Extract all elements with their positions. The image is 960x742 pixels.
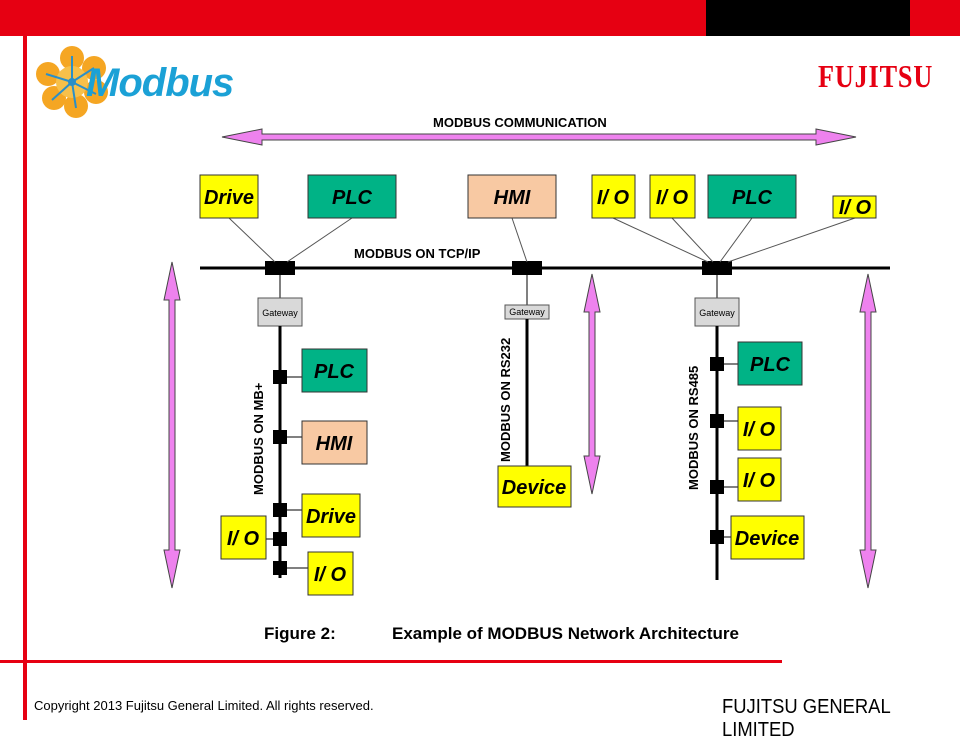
device-label: I/ O	[743, 419, 776, 441]
device-label: HMI	[316, 433, 353, 455]
device-label: I/ O	[227, 528, 260, 550]
device-box-io	[832, 195, 877, 219]
bus-node	[702, 261, 732, 275]
company-name: FUJITSU GENERAL LIMITED	[722, 696, 891, 741]
device-box-plc	[301, 348, 368, 393]
communication-arrow	[221, 128, 857, 146]
device-label: PLC	[750, 354, 791, 376]
device-label: PLC	[732, 187, 773, 209]
gateway-label: Gateway	[509, 307, 545, 317]
bottom-red-rule	[0, 660, 782, 663]
left-vertical-arrow	[163, 261, 181, 589]
mbplus-label: MODBUS ON MB+	[251, 382, 266, 495]
bus-node	[265, 261, 295, 275]
figure-caption: Example of MODBUS Network Architecture	[392, 624, 739, 643]
device-label: Drive	[204, 187, 254, 209]
device-box-io	[220, 515, 267, 560]
device-box-hmi	[467, 174, 557, 219]
device-label: PLC	[332, 187, 373, 209]
device-label: PLC	[314, 361, 355, 383]
network-diagram: .box { stroke:#333; stroke-width:1; } .y…	[163, 115, 890, 643]
device-box-plc	[307, 174, 397, 219]
modbus-logo-icon	[36, 46, 108, 118]
device-label: I/ O	[743, 470, 776, 492]
device-box-io	[737, 457, 782, 502]
device-label: I/ O	[314, 564, 347, 586]
gateway-label: Gateway	[262, 308, 298, 318]
device-box-drive	[301, 493, 361, 538]
device-label: Device	[735, 528, 800, 550]
device-box-io	[649, 174, 696, 219]
device-label: I/ O	[839, 197, 872, 219]
device-label: Device	[502, 477, 567, 499]
device-box-io	[737, 406, 782, 451]
copyright-text: Copyright 2013 Fujitsu General Limited. …	[34, 698, 374, 713]
right-vertical-arrow	[859, 273, 877, 589]
device-box-io	[307, 551, 354, 596]
device-box-io	[591, 174, 636, 219]
gateway-box	[257, 297, 303, 327]
device-box-device	[497, 465, 572, 508]
device-label: HMI	[494, 187, 531, 209]
gateway-box	[694, 297, 740, 327]
device-box-drive	[199, 174, 259, 219]
figure-number: Figure 2:	[264, 624, 336, 643]
rs232-label: MODBUS ON RS232	[498, 338, 513, 462]
top-banner-dark-block	[706, 0, 910, 36]
left-red-rule	[23, 36, 27, 720]
device-label: I/ O	[656, 187, 689, 209]
middle-vertical-arrow	[583, 273, 601, 495]
tcp-label: MODBUS ON TCP/IP	[354, 246, 481, 261]
rs485-label: MODBUS ON RS485	[686, 366, 701, 490]
fujitsu-logo: FUJITSU	[818, 58, 934, 94]
gateway-label: Gateway	[699, 308, 735, 318]
device-label: Drive	[306, 506, 356, 528]
modbus-logo-text: Modbus	[86, 61, 234, 105]
device-box-plc	[707, 174, 797, 219]
device-box-device	[730, 515, 805, 560]
device-label: I/ O	[597, 187, 630, 209]
bus-node	[512, 261, 542, 275]
device-box-hmi	[301, 420, 368, 465]
communication-label: MODBUS COMMUNICATION	[433, 115, 607, 130]
device-box-plc	[737, 341, 803, 386]
